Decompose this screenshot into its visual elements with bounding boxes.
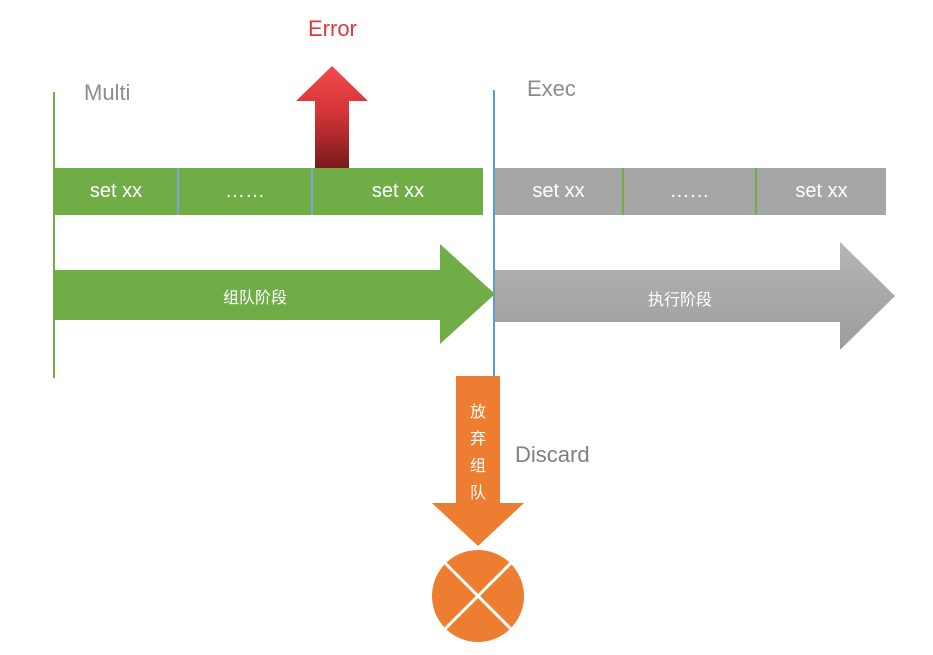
- exec-command-cell: set xx: [495, 168, 622, 215]
- queue-command-bar: set xx …… set xx: [55, 168, 483, 215]
- discard-arrow-char: 队: [469, 483, 486, 502]
- error-up-arrow: [296, 66, 368, 168]
- exec-phase-arrow: [495, 242, 895, 350]
- exec-command-cell: set xx: [755, 168, 886, 215]
- error-label: Error: [308, 16, 357, 41]
- exec-command-bar: set xx …… set xx: [495, 168, 886, 215]
- discard-label: Discard: [515, 442, 590, 467]
- exec-label: Exec: [527, 76, 576, 101]
- queue-phase-arrow: [55, 244, 495, 344]
- queue-command-cell: ……: [177, 168, 311, 215]
- discard-x-icon: [432, 550, 524, 642]
- queue-command-cell: set xx: [311, 168, 483, 215]
- discard-arrow-char: 放: [469, 402, 486, 421]
- discard-arrow-char: 组: [469, 456, 486, 475]
- queue-command-cell: set xx: [55, 168, 177, 215]
- exec-command-cell: ……: [622, 168, 755, 215]
- queue-phase-label: 组队阶段: [222, 288, 287, 307]
- discard-arrow-char: 弃: [469, 429, 486, 448]
- multi-label: Multi: [84, 80, 131, 105]
- multi-boundary-line: [53, 92, 55, 378]
- discard-down-arrow: [432, 376, 524, 546]
- exec-boundary-line: [493, 90, 495, 376]
- exec-phase-label: 执行阶段: [647, 290, 712, 309]
- discard-arrow-label: 放 弃 组 队: [468, 398, 488, 506]
